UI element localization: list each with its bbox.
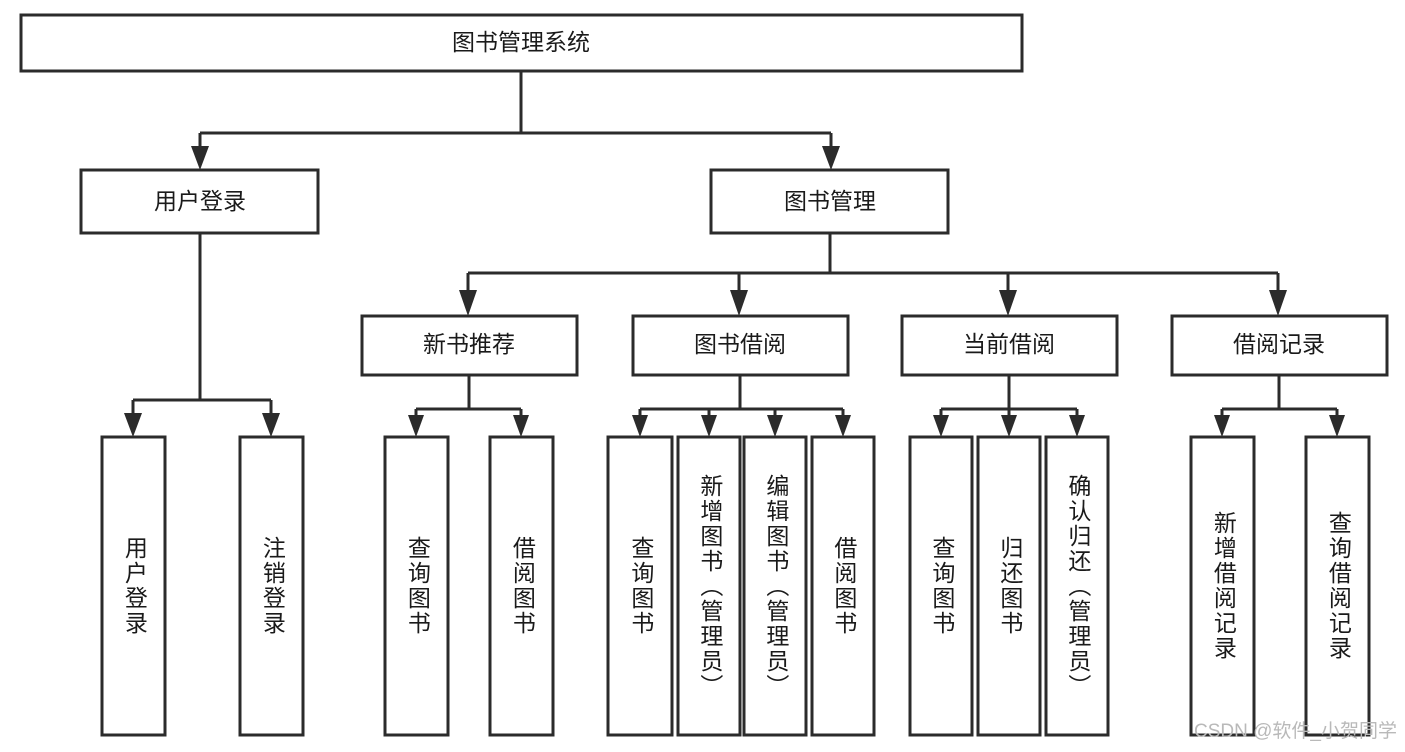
leaf-box-query-book-3[interactable]: [908, 435, 974, 737]
arrow-head-leaf-borrow-book-2: [835, 415, 851, 437]
connector-book-borrow-to-leaves: [632, 375, 851, 437]
node-current-borrow-label: 当前借阅: [963, 331, 1055, 357]
node-book-management-label: 图书管理: [784, 188, 876, 214]
arrow-head-leaf-confirm-return: [1069, 415, 1085, 437]
arrow-head-leaf-user-login: [124, 413, 142, 437]
arrow-head-leaf-query-book-2: [632, 415, 648, 437]
node-current-borrow[interactable]: 当前借阅: [900, 314, 1119, 377]
node-book-management[interactable]: 图书管理: [709, 168, 950, 235]
node-root[interactable]: 图书管理系统: [19, 13, 1024, 73]
arrow-head-leaf-borrow-book-1: [513, 415, 529, 437]
arrow-head-leaf-query-book-1: [408, 415, 424, 437]
arrow-head-current-borrow: [999, 290, 1017, 316]
node-new-book-recommend-label: 新书推荐: [423, 331, 515, 357]
arrow-head-new-book-recommend: [459, 290, 477, 316]
leaf-box-query-record[interactable]: [1304, 435, 1371, 737]
leaf-box-query-book-2[interactable]: [606, 435, 674, 737]
connector-new-book-recommend-to-leaves: [408, 375, 529, 437]
node-new-book-recommend-box: [360, 314, 579, 377]
node-borrow-record-label: 借阅记录: [1233, 331, 1325, 357]
node-new-book-recommend[interactable]: 新书推荐: [360, 314, 579, 377]
leaf-box-borrow-book-2[interactable]: [810, 435, 876, 737]
node-current-borrow-box: [900, 314, 1119, 377]
leaf-box-return-book[interactable]: [976, 435, 1042, 737]
connector-current-borrow-to-leaves: [933, 375, 1085, 437]
arrow-head-leaf-add-record: [1214, 415, 1230, 437]
arrow-head-leaf-query-record: [1329, 415, 1345, 437]
leaf-box-borrow-book-1[interactable]: [488, 435, 555, 737]
csdn-watermark: CSDN @软件_小贺同学: [1194, 721, 1397, 742]
connector-root-to-level2: [191, 71, 840, 170]
arrow-head-leaf-edit-book: [767, 415, 783, 437]
leaf-box-confirm-return[interactable]: [1044, 435, 1110, 737]
node-root-box: [19, 13, 1024, 73]
node-root-label: 图书管理系统: [452, 29, 590, 55]
arrow-head-leaf-query-book-3: [933, 415, 949, 437]
arrow-head-book-borrow: [730, 290, 748, 316]
connector-user-login-to-leaves: [124, 233, 280, 437]
arrow-head-leaf-return-book: [1001, 415, 1017, 437]
node-user-login-box: [79, 168, 320, 235]
arrow-head-borrow-record: [1269, 290, 1287, 316]
leaf-box-user-login[interactable]: [100, 435, 167, 737]
leaf-box-add-record[interactable]: [1189, 435, 1256, 737]
arrow-head-book-management: [822, 146, 840, 170]
node-book-borrow[interactable]: 图书借阅: [631, 314, 850, 377]
node-borrow-record[interactable]: 借阅记录: [1170, 314, 1389, 377]
node-user-login[interactable]: 用户登录: [79, 168, 320, 235]
leaf-box-edit-book[interactable]: [742, 435, 808, 737]
leaf-box-logout-login[interactable]: [238, 435, 305, 737]
node-book-borrow-label: 图书借阅: [694, 331, 786, 357]
arrow-head-user-login: [191, 146, 209, 170]
node-user-login-label: 用户登录: [154, 188, 246, 214]
leaf-box-add-book[interactable]: [676, 435, 742, 737]
arrow-head-leaf-add-book: [701, 415, 717, 437]
connector-book-management-to-level3: [459, 233, 1287, 316]
connector-borrow-record-to-leaves: [1214, 375, 1345, 437]
leaf-box-query-book-1[interactable]: [383, 435, 450, 737]
arrow-head-leaf-logout-login: [262, 413, 280, 437]
